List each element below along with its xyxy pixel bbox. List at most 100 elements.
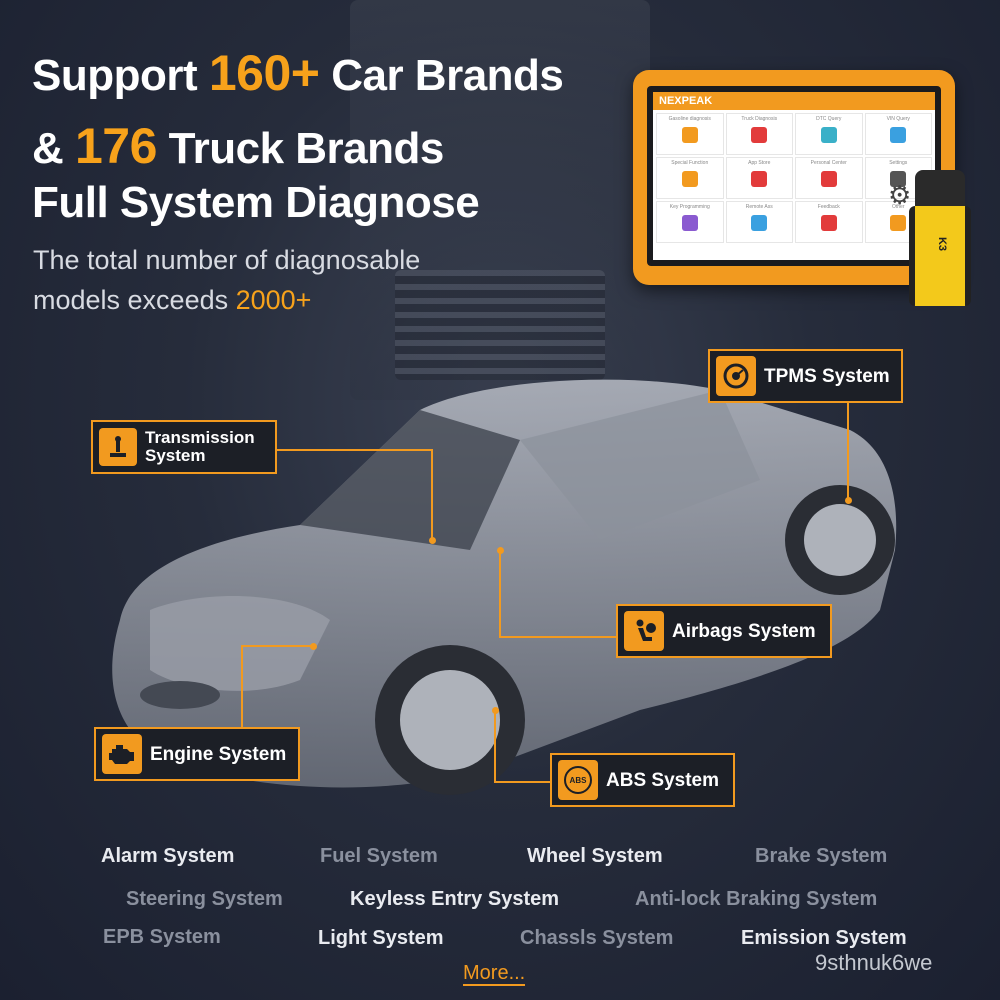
tablet-tile: Gasoline diagnosis xyxy=(656,113,724,155)
airbags-label: Airbags System xyxy=(672,620,816,642)
rear-rim xyxy=(804,504,876,576)
system-item: Light System xyxy=(318,927,444,949)
gear-shift-icon xyxy=(99,428,137,466)
tablet-app-grid: Gasoline diagnosis Truck Diagnosis DTC Que… xyxy=(653,110,935,246)
transmission-marker xyxy=(429,537,436,544)
feedback-icon xyxy=(820,215,837,231)
system-item: EPB System xyxy=(103,926,221,948)
tpms-callout: TPMS System xyxy=(708,349,903,403)
tablet-tile: Truck Diagnosis xyxy=(725,113,793,155)
abs-callout: ABS ABS System xyxy=(550,753,735,807)
more-link[interactable]: More... xyxy=(463,962,526,986)
tablet-tile-label: Remote Ass xyxy=(745,204,773,210)
tablet-tile-label: Key Programming xyxy=(669,204,710,210)
tablet-tile-label: Gasoline diagnosis xyxy=(668,116,711,122)
person-icon xyxy=(820,171,837,187)
tablet-tile-label: DTC Query xyxy=(816,116,842,122)
tablet-tile: Key Programming xyxy=(656,201,724,243)
headline-text: Car Brands xyxy=(319,51,564,100)
abs-label: ABS System xyxy=(606,769,719,791)
windshield xyxy=(300,410,520,550)
tablet-tile: App Store xyxy=(725,157,793,199)
tablet-ui: NEXPEAK Gasoline diagnosis Truck Diagnosi… xyxy=(653,92,935,260)
tablet-brand: NEXPEAK xyxy=(653,92,935,110)
tablet-tile: Feedback xyxy=(795,201,863,243)
dongle-connector xyxy=(915,170,965,210)
obd-dongle: K3 xyxy=(905,170,975,310)
front-rim xyxy=(400,670,500,770)
model-count: 2000+ xyxy=(235,285,312,315)
headline-line-1: Support 160+ Car Brands xyxy=(32,44,564,102)
dongle-label: K3 xyxy=(936,236,949,252)
gear-icon: ⚙ xyxy=(888,180,912,210)
system-item: Chassls System xyxy=(520,927,674,949)
grid-icon xyxy=(890,215,907,231)
headline-text: Support xyxy=(32,51,209,100)
engine-callout: Engine System xyxy=(94,727,300,781)
engine-bay xyxy=(150,596,330,691)
tablet-tile-label: Special Function xyxy=(671,160,709,166)
abs-icon: ABS xyxy=(558,760,598,800)
tablet-tile: DTC Query xyxy=(795,113,863,155)
system-item: Steering System xyxy=(126,888,283,910)
car-icon xyxy=(681,127,698,143)
callout-lines xyxy=(241,400,849,783)
truck-grille xyxy=(395,270,605,380)
headline-text: & xyxy=(32,124,75,173)
tablet-tile-label: Truck Diagnosis xyxy=(741,116,778,122)
headline-text: Truck Brands xyxy=(156,124,445,173)
engine-icon xyxy=(102,734,142,774)
truck-icon xyxy=(751,127,768,143)
search-icon xyxy=(820,127,837,143)
remote-icon xyxy=(751,215,768,231)
airbags-callout: Airbags System xyxy=(616,604,832,658)
key-icon xyxy=(681,215,698,231)
dongle-body xyxy=(909,206,971,306)
tablet-tile-label: Settings xyxy=(889,160,908,166)
tablet-screen: NEXPEAK Gasoline diagnosis Truck Diagnosi… xyxy=(647,86,941,266)
system-item: Wheel System xyxy=(527,845,663,867)
tablet-tile-label: Personal Center xyxy=(810,160,847,166)
airbags-marker xyxy=(497,547,504,554)
system-item: Anti-lock Braking System xyxy=(635,888,878,910)
transmission-callout: Transmission System xyxy=(91,420,277,474)
diagnostic-tablet: NEXPEAK Gasoline diagnosis Truck Diagnosi… xyxy=(633,70,955,285)
vin-icon xyxy=(890,127,907,143)
truck-silhouette xyxy=(350,0,650,400)
system-item: Brake System xyxy=(755,845,888,867)
airbag-icon xyxy=(624,611,664,651)
tablet-tile: Special Function xyxy=(656,157,724,199)
truck-brand-count: 176 xyxy=(75,118,157,174)
tablet-tile: Personal Center xyxy=(795,157,863,199)
interior xyxy=(520,390,760,540)
tablet-tile-label: VIN Query xyxy=(886,116,910,122)
store-icon xyxy=(751,171,768,187)
gear-icon xyxy=(890,171,907,187)
engine-marker xyxy=(310,643,317,650)
car-brand-count: 160+ xyxy=(208,45,320,101)
abs-icon-text: ABS xyxy=(569,775,587,785)
tablet-tile: Remote Ass xyxy=(725,201,793,243)
headline-line-3: Full System Diagnose xyxy=(32,178,480,227)
front-grille xyxy=(140,681,220,709)
headline-line-2: & 176 Truck Brands xyxy=(32,117,444,175)
tire-pressure-icon xyxy=(716,356,756,396)
watermark: 9sthnuk6we xyxy=(815,950,933,975)
car-illustration xyxy=(112,379,897,795)
tablet-tile-label: Other xyxy=(891,204,905,210)
system-item: Emission System xyxy=(741,927,907,949)
subtitle-line-1: The total number of diagnosable xyxy=(33,245,421,275)
system-item: Fuel System xyxy=(320,845,438,867)
tablet-tile-label: App Store xyxy=(748,160,771,166)
tablet-tile: VIN Query xyxy=(864,113,932,155)
abs-marker xyxy=(492,707,499,714)
tpms-label: TPMS System xyxy=(764,365,890,387)
system-item: Keyless Entry System xyxy=(350,888,560,910)
tools-icon xyxy=(681,171,698,187)
tablet-tile-label: Feedback xyxy=(817,204,840,210)
subtitle-line-2: models exceeds 2000+ xyxy=(33,285,311,316)
system-item: Alarm System xyxy=(101,845,235,867)
subtitle-text: models exceeds xyxy=(33,285,236,315)
transmission-label: Transmission System xyxy=(145,428,255,465)
